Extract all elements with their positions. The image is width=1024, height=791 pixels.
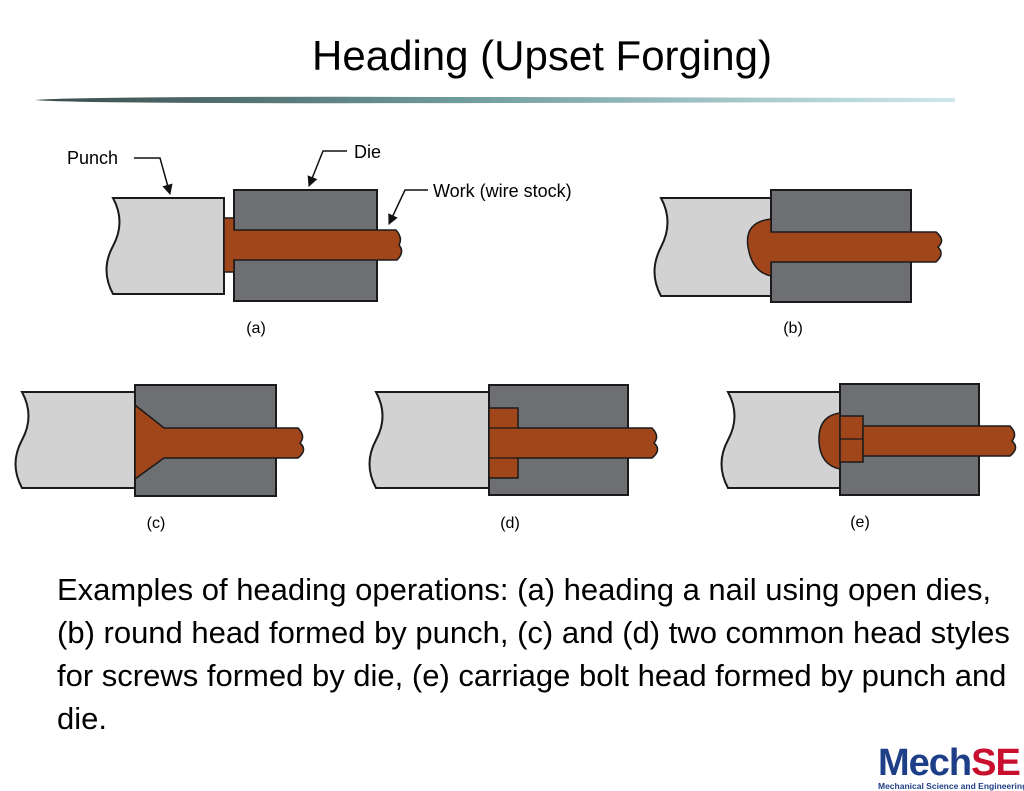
panel-d: (d): [368, 384, 659, 532]
punch-label: Punch: [67, 148, 118, 168]
work-label: Work (wire stock): [433, 181, 572, 201]
callouts: Punch Die Work (wire stock): [67, 142, 572, 225]
panel-label-a: (a): [246, 320, 266, 337]
work-d: [488, 407, 659, 479]
work-c: [134, 403, 305, 481]
panel-e: (e): [720, 383, 1017, 531]
slide-caption: Examples of heading operations: (a) head…: [57, 572, 1010, 736]
logo-se: SE: [971, 742, 1021, 784]
panel-label-b: (b): [783, 320, 803, 337]
slide-title: Heading (Upset Forging): [312, 32, 772, 79]
panel-a: (a): [105, 189, 403, 337]
logo-subtitle: Mechanical Science and Engineering: [878, 781, 1024, 791]
work-leader: [388, 189, 428, 225]
punch-e: [720, 391, 841, 489]
panel-b: (b): [653, 189, 943, 337]
title-divider: [35, 96, 955, 104]
punch-b: [653, 197, 772, 297]
work-e: [818, 412, 841, 470]
punch-leader: [134, 157, 173, 196]
panel-label-c: (c): [147, 515, 166, 532]
punch-c: [14, 391, 136, 489]
panel-label-d: (d): [500, 515, 520, 532]
heading-operations-diagram: (a) Punch Die Work (wire stock) (b) (c) …: [14, 142, 1017, 532]
mechse-logo: MechSE Mechanical Science and Engineerin…: [876, 742, 1024, 791]
die-leader: [307, 150, 347, 187]
die-label: Die: [354, 142, 381, 162]
logo-wordmark: MechSE: [878, 742, 1021, 784]
punch-d: [368, 391, 490, 489]
logo-mech: Mech: [878, 742, 972, 784]
punch-a: [105, 197, 225, 295]
panel-c: (c): [14, 384, 305, 532]
work-b: [746, 218, 943, 277]
work-a: [223, 217, 403, 273]
panel-label-e: (e): [850, 514, 870, 531]
